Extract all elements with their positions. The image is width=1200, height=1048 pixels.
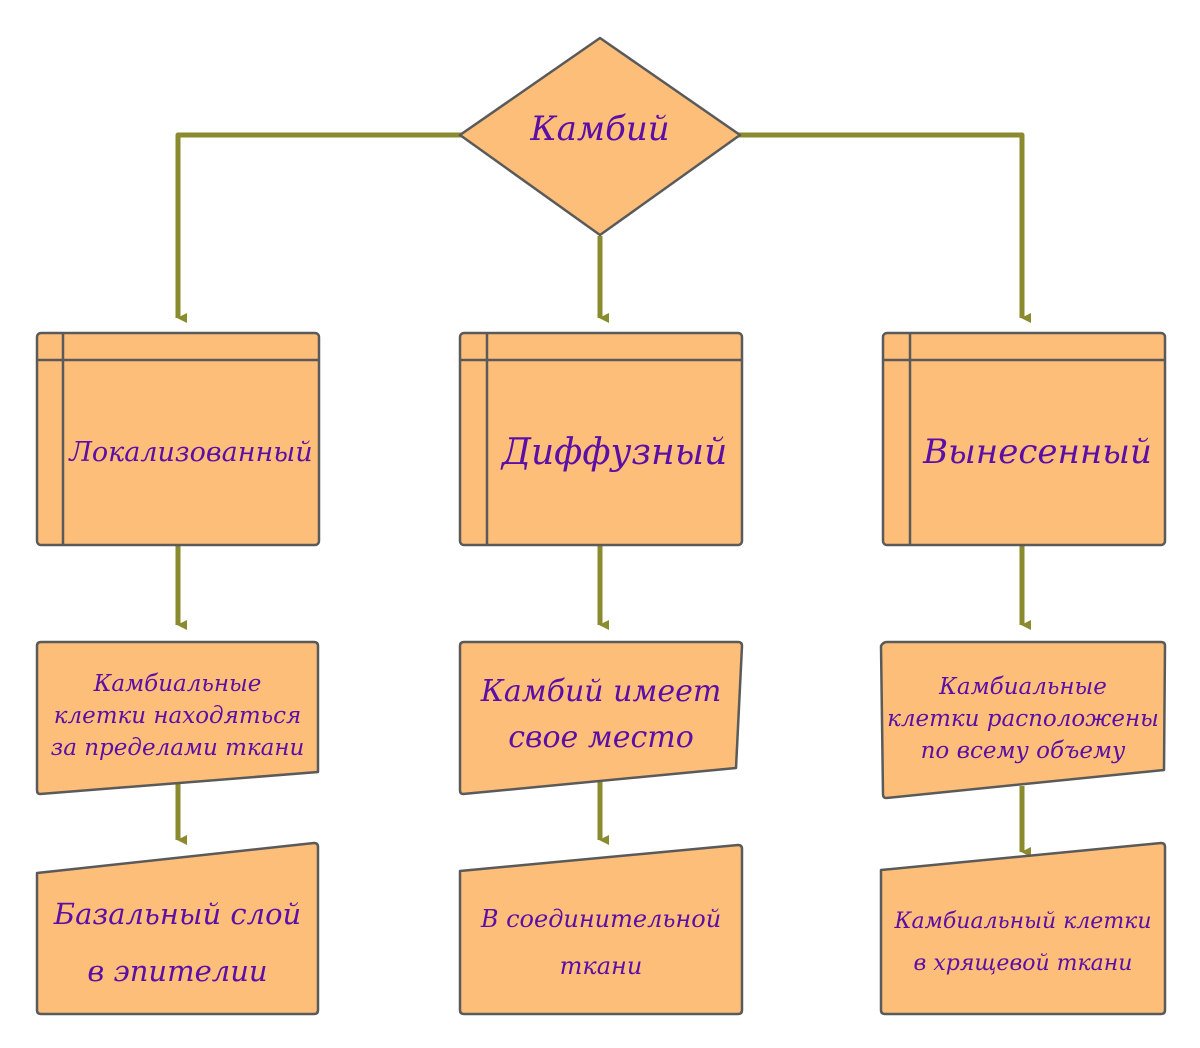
- nodes: [35, 36, 1167, 1016]
- description-box-right: [879, 640, 1167, 800]
- description-line: клетки находяться: [53, 703, 302, 730]
- location-line: ткани: [559, 951, 643, 980]
- description-line: клетки расположены: [887, 706, 1159, 733]
- type-box-left: [35, 331, 321, 547]
- description-line: Камбиальные: [939, 674, 1107, 701]
- root-label: Камбий: [530, 109, 670, 150]
- location-line: Камбиальный клетки: [894, 908, 1152, 934]
- location-label-diffuse: В соединительной ткани: [460, 880, 742, 1005]
- location-box-left: [35, 841, 320, 1016]
- description-box-middle: [458, 640, 744, 796]
- root-decision-diamond: [458, 36, 742, 237]
- description-line: за пределами ткани: [50, 734, 305, 761]
- description-label-diffuse: Камбий имеет свое место: [460, 660, 742, 770]
- location-line: в эпителии: [87, 953, 268, 988]
- location-box-middle: [458, 843, 744, 1016]
- type-label-diffuse: Диффузный: [501, 431, 728, 473]
- type-label-localized: Локализованный: [69, 436, 313, 468]
- location-label-localized: Базальный слой в эпителии: [37, 880, 318, 1005]
- location-label-remote: Камбиальный клетки в хрящевой ткани: [881, 880, 1165, 1005]
- description-line: Камбий имеет: [480, 673, 722, 709]
- description-label-localized: Камбиальные клетки находяться за предела…: [37, 652, 318, 782]
- type-box-right: [881, 331, 1167, 547]
- description-line: по всему объему: [920, 737, 1126, 764]
- location-line: Базальный слой: [53, 896, 302, 931]
- connector-root-right: [738, 132, 1031, 323]
- type-label-remote: Вынесенный: [923, 432, 1152, 473]
- location-box-right: [879, 841, 1167, 1016]
- description-label-remote: Камбиальные клетки расположены по всему …: [881, 655, 1165, 785]
- description-line: свое место: [508, 720, 694, 755]
- location-line: В соединительной: [480, 904, 722, 933]
- location-line: в хрящевой ткани: [913, 950, 1133, 976]
- connector-root-left: [175, 132, 462, 323]
- connectors: [175, 132, 1031, 857]
- description-box-left: [35, 640, 320, 796]
- description-line: Камбиальные: [93, 671, 262, 698]
- type-box-middle: [458, 331, 744, 547]
